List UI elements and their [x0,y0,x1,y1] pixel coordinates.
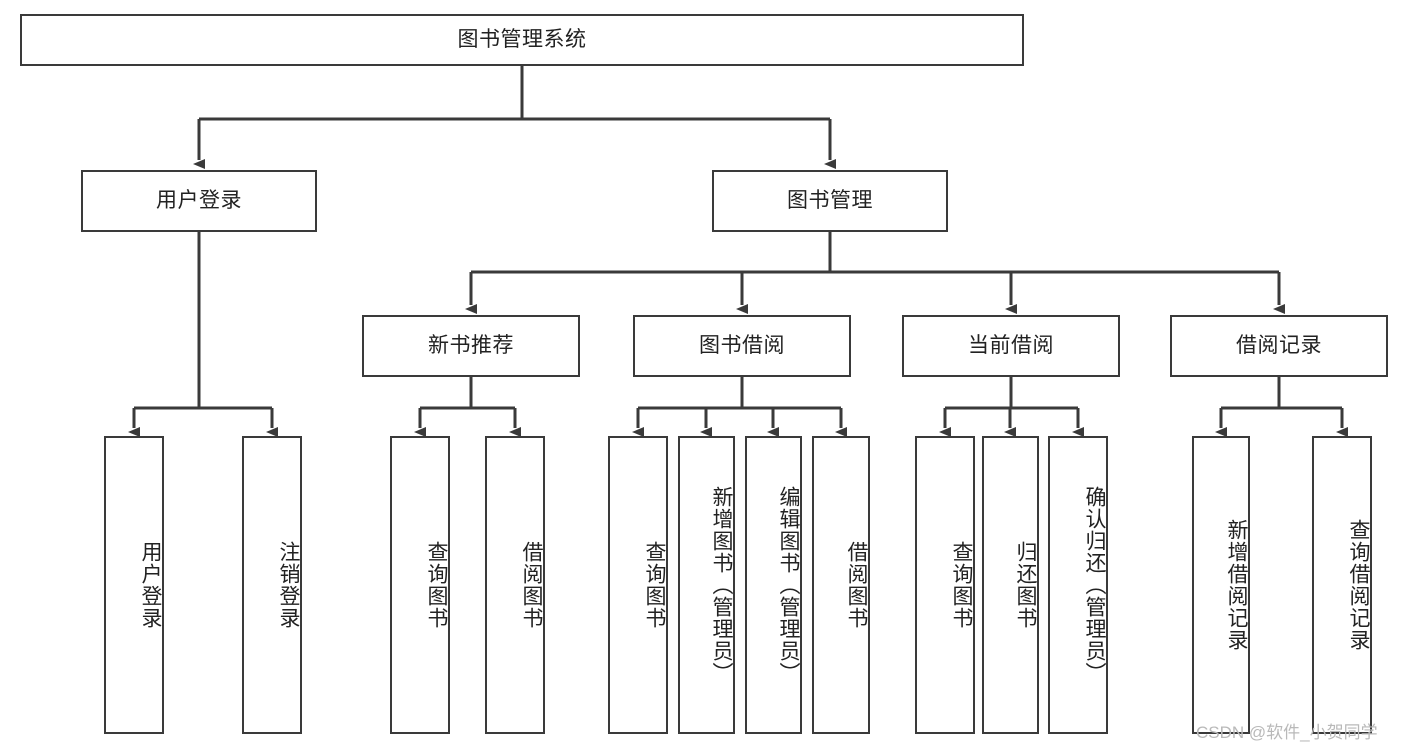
leaf-add-borrow-record[interactable]: 新增借阅记录 [1192,436,1250,734]
leaf-logout-login[interactable]: 注销登录 [242,436,302,734]
leaf-return-book[interactable]: 归还图书 [982,436,1039,734]
leaf-user-login-label: 用户登录 [139,541,162,629]
node-new-book-recommend-label: 新书推荐 [428,333,514,357]
leaf-edit-book-admin-label: 编辑图书（管理员） [777,486,800,684]
node-current-borrow[interactable]: 当前借阅 [902,315,1120,377]
leaf-add-borrow-record-label: 新增借阅记录 [1225,519,1248,651]
node-book-borrow[interactable]: 图书借阅 [633,315,851,377]
leaf-edit-book-admin[interactable]: 编辑图书（管理员） [745,436,802,734]
leaf-query-book-current-label: 查询图书 [950,541,973,629]
node-borrow-records[interactable]: 借阅记录 [1170,315,1388,377]
leaf-query-book-current[interactable]: 查询图书 [915,436,975,734]
leaf-borrow-book-rec[interactable]: 借阅图书 [485,436,545,734]
leaf-borrow-book[interactable]: 借阅图书 [812,436,870,734]
node-new-book-recommend[interactable]: 新书推荐 [362,315,580,377]
leaf-confirm-return-admin-label: 确认归还（管理员） [1083,486,1106,684]
node-root-label: 图书管理系统 [457,27,587,51]
node-book-management-label: 图书管理 [787,188,873,212]
node-book-borrow-label: 图书借阅 [699,333,785,357]
leaf-return-book-label: 归还图书 [1014,541,1037,629]
leaf-user-login[interactable]: 用户登录 [104,436,164,734]
node-user-login[interactable]: 用户登录 [81,170,317,232]
node-user-login-label: 用户登录 [156,188,242,212]
node-borrow-records-label: 借阅记录 [1236,333,1322,357]
leaf-borrow-book-label: 借阅图书 [845,541,868,629]
leaf-query-book-borrow-label: 查询图书 [643,541,666,629]
leaf-confirm-return-admin[interactable]: 确认归还（管理员） [1048,436,1108,734]
leaf-add-book-admin-label: 新增图书（管理员） [710,486,733,684]
leaf-borrow-book-rec-label: 借阅图书 [520,541,543,629]
csdn-watermark: CSDN @软件_小贺同学 [1196,723,1378,742]
leaf-query-book-rec[interactable]: 查询图书 [390,436,450,734]
node-book-management[interactable]: 图书管理 [712,170,948,232]
leaf-query-borrow-record[interactable]: 查询借阅记录 [1312,436,1372,734]
leaf-query-book-rec-label: 查询图书 [425,541,448,629]
leaf-query-borrow-record-label: 查询借阅记录 [1347,519,1370,651]
leaf-query-book-borrow[interactable]: 查询图书 [608,436,668,734]
leaf-logout-login-label: 注销登录 [277,541,300,629]
leaf-add-book-admin[interactable]: 新增图书（管理员） [678,436,735,734]
node-current-borrow-label: 当前借阅 [968,333,1054,357]
node-root[interactable]: 图书管理系统 [20,14,1024,66]
